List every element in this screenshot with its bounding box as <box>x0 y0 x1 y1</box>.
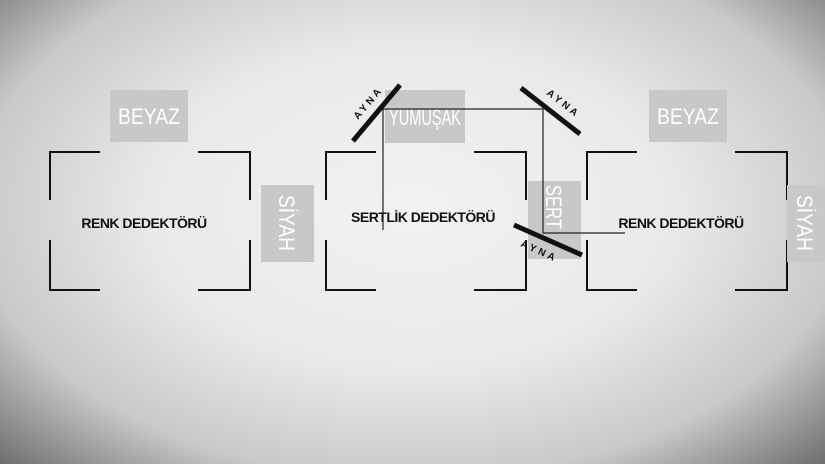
mirror-2-label: AYNA <box>544 88 582 121</box>
left-detector-frame: BEYAZ SİYAH RENK DEDEKTÖRÜ <box>49 90 314 291</box>
hardness-detector-frame: YUMUŞAK SERTLİK DEDEKTÖRÜ <box>325 90 527 291</box>
white-label-box-2 <box>649 90 727 142</box>
soft-label-box <box>385 90 465 143</box>
mirror-3 <box>512 222 584 258</box>
color-detector-label: RENK DEDEKTÖRÜ <box>81 215 207 231</box>
black-label-box-2 <box>787 185 825 262</box>
hard-label: SERT <box>541 185 566 229</box>
black-label: SİYAH <box>274 195 299 251</box>
white-label-box <box>110 90 188 142</box>
mirror-2 <box>519 86 582 136</box>
white-label: BEYAZ <box>118 104 180 129</box>
black-label-box <box>261 185 314 262</box>
hardness-detector-label: SERTLİK DEDEKTÖRÜ <box>351 209 495 225</box>
mirror-1 <box>351 83 402 143</box>
light-path <box>382 108 625 234</box>
right-detector-frame: BEYAZ SİYAH RENK DEDEKTÖRÜ <box>586 90 825 291</box>
black-label-2: SİYAH <box>792 195 817 251</box>
color-detector-label-2: RENK DEDEKTÖRÜ <box>618 215 744 231</box>
mirror-1-label: AYNA <box>352 85 386 122</box>
hard-label-box <box>528 181 581 259</box>
white-label-2: BEYAZ <box>657 104 719 129</box>
